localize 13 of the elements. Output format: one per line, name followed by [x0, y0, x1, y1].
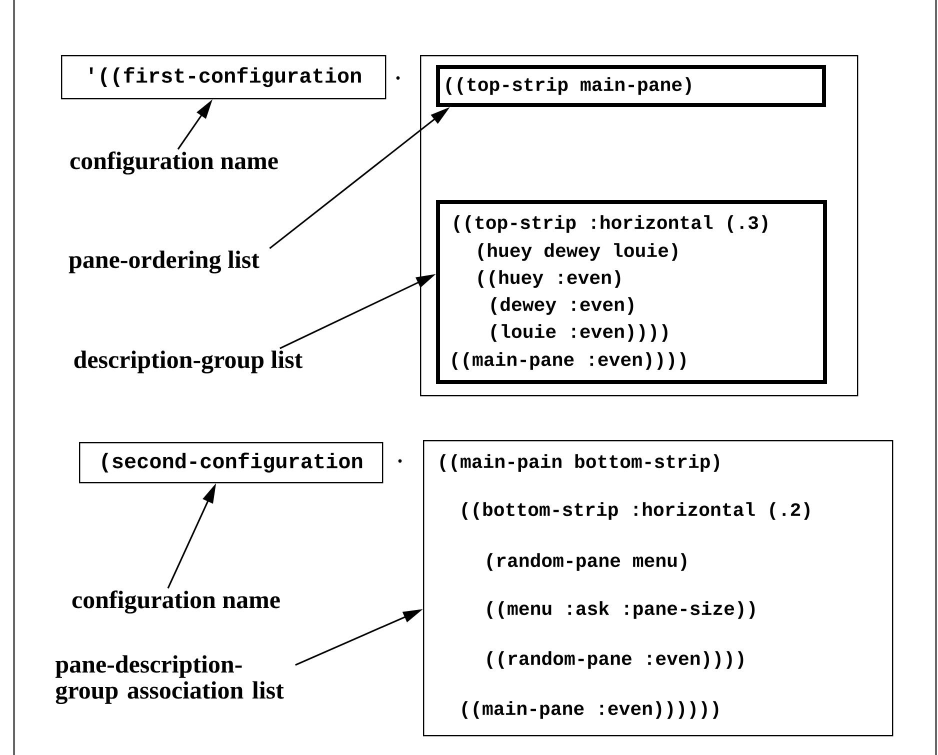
callout-text: configuration name — [70, 151, 278, 175]
code-box: ((top-strip :horizontal (.3) (huey dewey louie) ((huey :even) (dewey :even) (louie :even)))) ((main-pane :even)))) — [436, 200, 827, 384]
callout-text: configuration name — [72, 590, 280, 614]
dot: . — [396, 76, 400, 80]
callout-text: pane-ordering list — [68, 250, 260, 274]
name-box: '((first-configuration — [61, 55, 386, 100]
callout-text: pane-description- group association list — [56, 655, 284, 704]
code-box: ((main-pain bottom-strip) ((bottom-strip :horizontal (.2) (random-pane menu) ((menu :ask :pane-size)) ((random-pane :even)))) ((main-pane :even)))))) — [423, 440, 894, 736]
outer-box — [420, 55, 858, 396]
code-box: ((top-strip main-pane) — [436, 65, 826, 107]
dot: . — [398, 459, 402, 463]
callout-text: description-group list — [74, 350, 303, 374]
name-box: (second-configuration — [79, 442, 384, 484]
